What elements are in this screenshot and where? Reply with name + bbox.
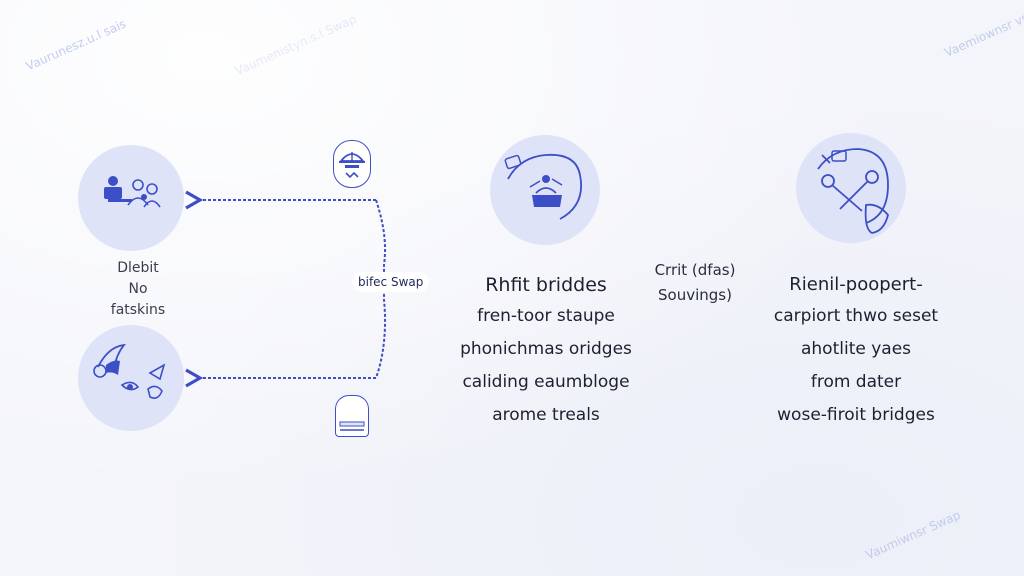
left-label-line: No [128,281,148,297]
jar-icon [339,421,365,431]
left-label: Dlebit No fatskins [90,258,186,321]
middle-heading: Rhfit briddes [485,274,607,296]
scissors-hand-icon [817,148,889,234]
center-small-line: Crrit (dfas) [654,261,736,279]
right-text-block: Rienil-poopert- carpiort thwo seset ahot… [750,270,962,432]
middle-line: fren-toor staupe [477,306,615,326]
connector-bottom-node [335,395,369,437]
right-line: carpiort thwo seset [773,306,939,326]
node-left-bottom [78,325,184,431]
connector-badge: bifec Swap [352,272,430,292]
right-heading: Rienil-poopert- [789,274,923,295]
middle-text-block: Rhfit briddes fren-toor staupe phonichma… [436,270,656,432]
left-label-line: Dlebit [117,260,159,276]
right-line: wose-firoit bridges [777,405,935,425]
middle-line: caliding eaumbloge [462,372,630,392]
left-label-line: fatskins [110,302,166,318]
people-at-laptop-icon [104,176,161,208]
center-small-label: Crrit (dfas) Souvings) [640,258,750,308]
center-small-line: Souvings) [658,286,732,304]
node-middle [490,135,600,245]
middle-line: phonichmas oridges [460,339,632,359]
hand-holding-tools-icon [93,343,166,399]
connector-top-node [333,140,371,188]
node-right [796,133,906,243]
middle-line: arome treals [492,405,600,425]
right-line: from dater [810,372,902,392]
right-line: ahotlite yaes [800,339,912,359]
toolbox-handshake-icon [504,153,582,220]
connector-vertical-line [375,199,387,379]
hardhat-face-icon [339,152,365,179]
node-left-top [78,145,184,251]
